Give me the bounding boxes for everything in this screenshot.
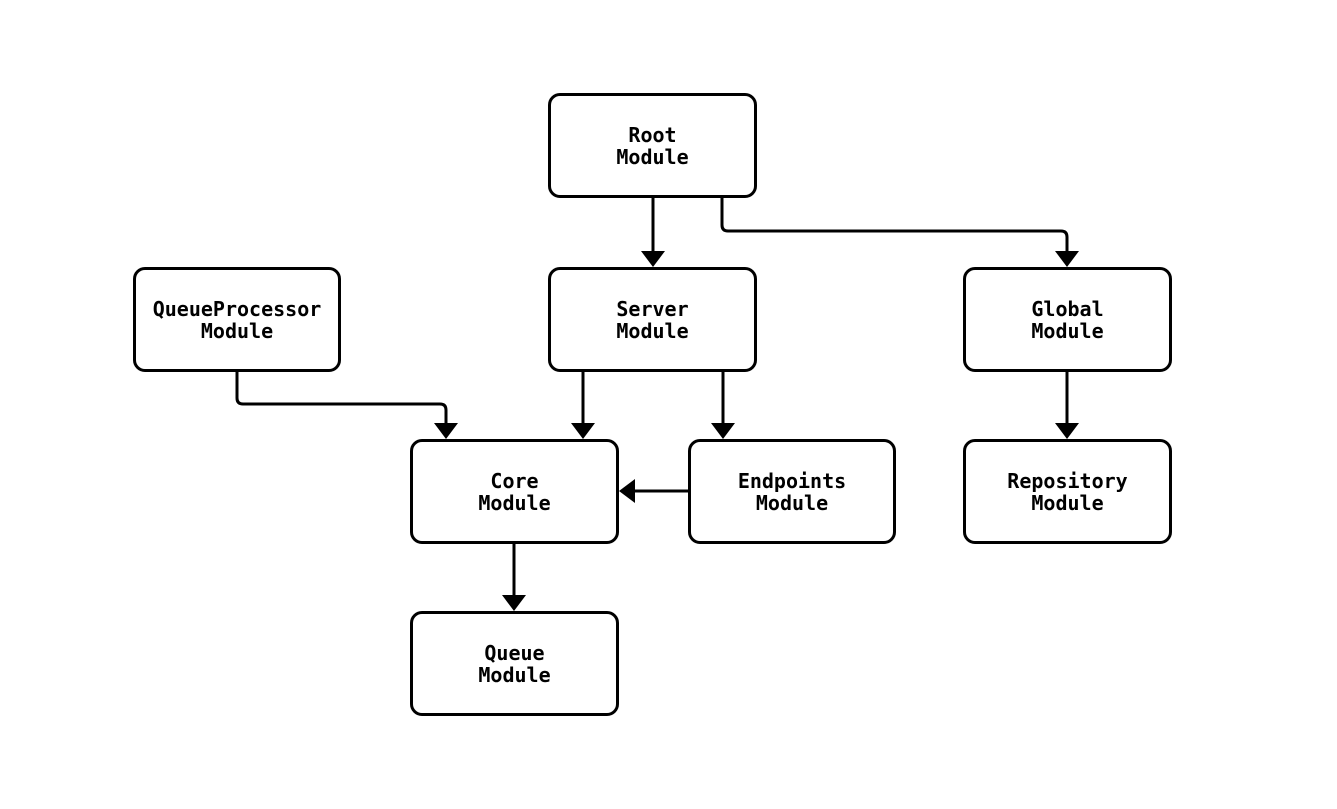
- node-label-line: Endpoints: [737, 468, 847, 493]
- arrowhead-server-module-to-endpoints-module: [711, 423, 735, 439]
- arrowhead-global-module-to-repository-module: [1055, 423, 1079, 439]
- arrowhead-root-module-to-server-module: [641, 251, 665, 267]
- node-label-line: Repository: [1007, 468, 1128, 493]
- node-label-line: Module: [1031, 318, 1104, 343]
- node-label-line: QueueProcessor: [152, 296, 322, 321]
- node-label-line: Module: [616, 144, 689, 169]
- node-label-line: Module: [478, 490, 551, 515]
- node-label-line: Server: [616, 296, 689, 321]
- arrowhead-server-module-to-core-module: [571, 423, 595, 439]
- arrowhead-core-module-to-queue-module: [502, 595, 526, 611]
- node-label-line: Module: [1031, 490, 1104, 515]
- edge-root-module-to-global-module: [720, 198, 1069, 251]
- arrowhead-root-module-to-global-module: [1055, 251, 1079, 267]
- node-label-line: Core: [490, 468, 539, 493]
- node-label-line: Module: [200, 318, 274, 343]
- node-label-line: Global: [1031, 296, 1104, 321]
- edge-queueprocessor-module-to-core-module: [235, 372, 448, 423]
- arrowhead-endpoints-module-to-core-module: [619, 479, 635, 503]
- node-label-line: Queue: [484, 640, 545, 665]
- node-label-line: Root: [628, 122, 677, 147]
- node-label-line: Module: [616, 318, 689, 343]
- node-label-line: Module: [478, 662, 551, 687]
- arrowhead-queueprocessor-module-to-core-module: [434, 423, 458, 439]
- node-label-line: Module: [755, 490, 829, 515]
